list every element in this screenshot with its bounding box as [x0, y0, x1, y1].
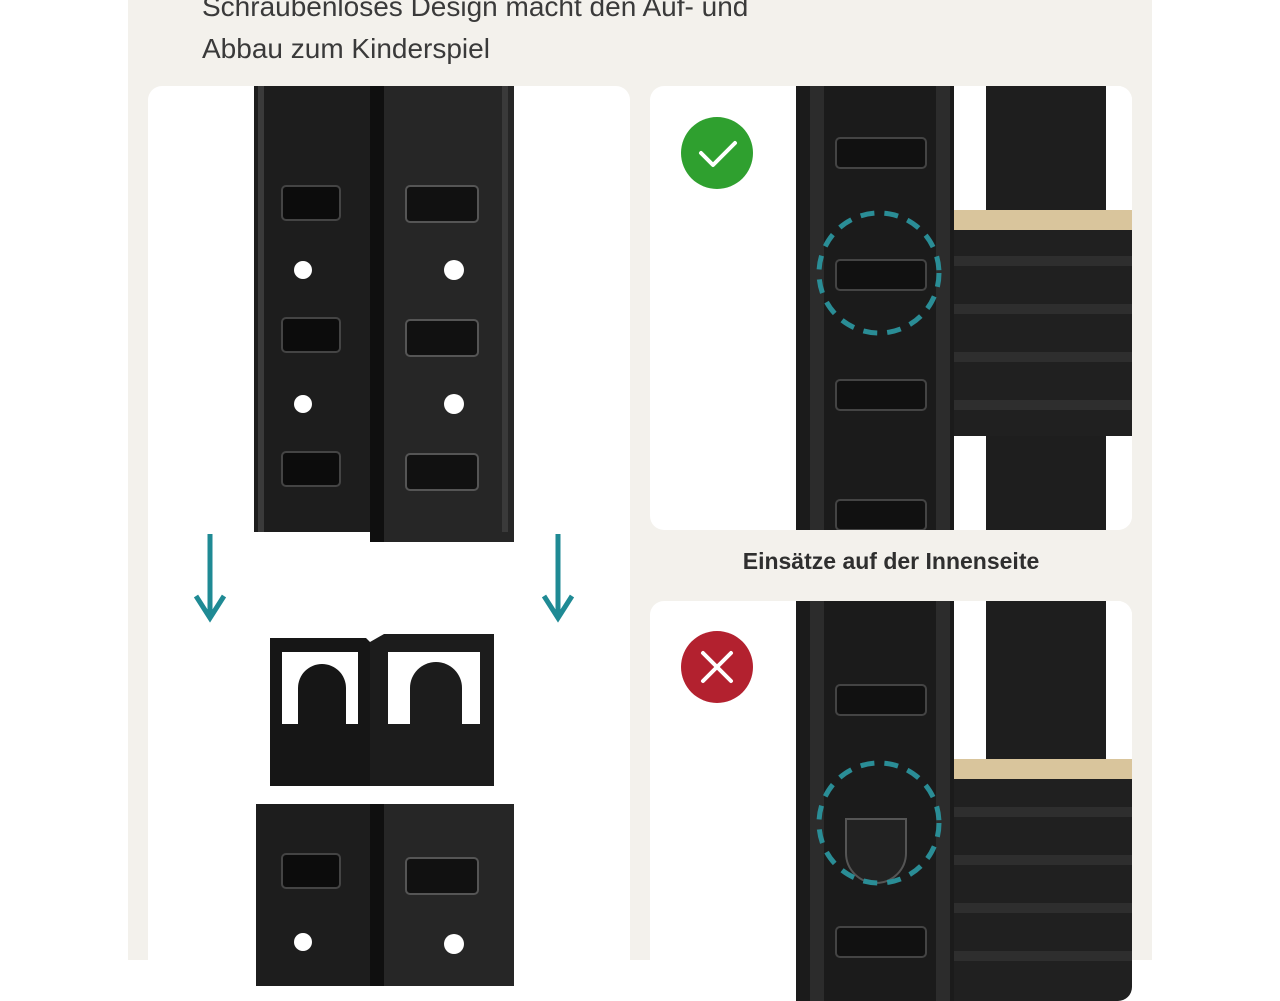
highlight-ring	[816, 210, 942, 336]
upright-assembly-illustration	[193, 86, 575, 986]
cross-icon	[701, 651, 733, 683]
upper-upright-post	[254, 86, 514, 542]
incorrect-placement-illustration	[796, 601, 1132, 1001]
correct-placement-illustration	[796, 86, 1132, 530]
headline-line-2: Abbau zum Kinderspiel	[202, 33, 490, 64]
highlight-ring	[816, 760, 942, 886]
corner-connector	[270, 634, 494, 786]
check-icon	[699, 141, 737, 167]
insert-arrow-right	[541, 534, 575, 623]
incorrect-badge	[681, 631, 753, 703]
inner-side-caption: Einsätze auf der Innenseite	[742, 548, 1040, 574]
insert-arrow-left	[193, 534, 227, 623]
headline-line-1: Schraubenloses Design macht den Auf- und	[202, 0, 749, 22]
lower-upright-post	[256, 804, 514, 986]
headline: Schraubenloses Design macht den Auf- und…	[202, 0, 902, 70]
assembly-panel	[148, 86, 630, 986]
correct-badge	[681, 117, 753, 189]
